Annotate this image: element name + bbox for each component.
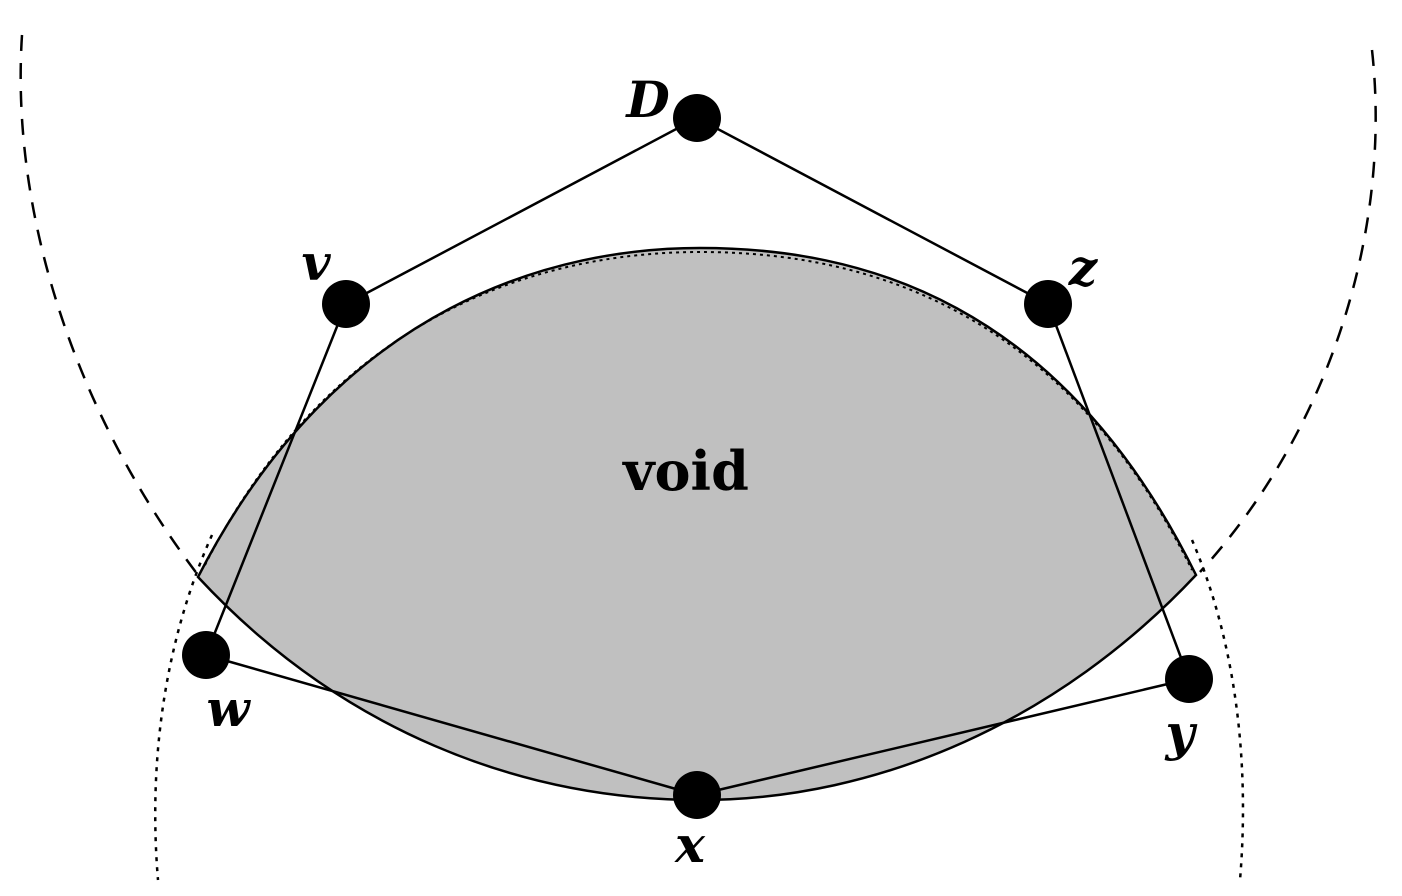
edges (204, 116, 1191, 797)
edge-D-v (345, 116, 698, 306)
dotted-arc-left (154, 534, 214, 881)
outer-dashed-arc-right (1199, 49, 1377, 573)
outer-dashed-arc (19, 34, 199, 576)
label-x: x (674, 815, 706, 874)
label-D: D (624, 70, 669, 129)
edge-w-x (205, 653, 698, 797)
edge-z-y (1046, 303, 1191, 680)
edge-D-z (696, 116, 1049, 306)
node-v (322, 280, 370, 328)
nodes (182, 94, 1213, 819)
node-D (673, 94, 721, 142)
void-region (196, 246, 1198, 802)
node-w (182, 631, 230, 679)
void-label: void (622, 439, 749, 503)
edge-y-x (696, 677, 1190, 797)
node-x (673, 771, 721, 819)
node-z (1024, 280, 1072, 328)
label-y: y (1164, 703, 1197, 762)
label-w: w (206, 679, 251, 738)
label-v: v (301, 233, 331, 292)
node-y (1165, 655, 1213, 703)
dotted-arc-right (1190, 539, 1245, 881)
label-z: z (1068, 238, 1099, 297)
edge-v-w (204, 303, 348, 656)
void-top-dotted-outline (204, 250, 1193, 571)
